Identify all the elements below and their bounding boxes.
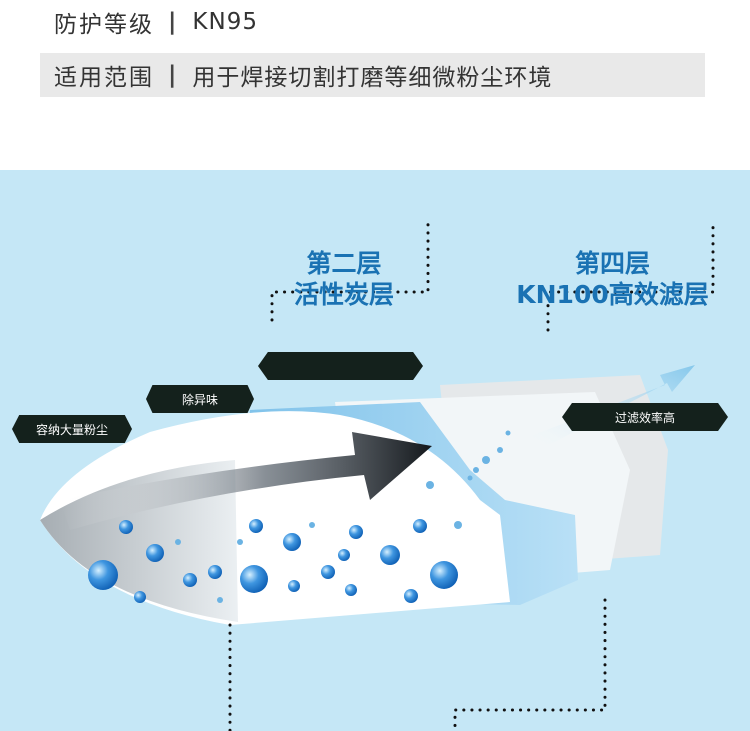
filter-layers-diagram: 第二层 活性炭层 第四层 KN100高效滤层 容纳大量粉尘 除异味 过滤效率高 [0, 170, 750, 731]
particle-bubbles [88, 430, 511, 603]
flow-arrow-icon [60, 432, 432, 530]
layer-fourth-name: KN100高效滤层 [516, 280, 709, 309]
tag-efficiency-text: 过滤效率高 [614, 410, 675, 425]
spec-label: 适用范围 [54, 65, 154, 91]
diagram-illustration [40, 220, 715, 731]
tag-odor-removal: 除异味 [146, 385, 254, 413]
leader-lines [228, 220, 715, 731]
spec-separator: | [168, 62, 179, 88]
layer-fourth-title: 第四层 KN100高效滤层 [505, 248, 720, 310]
tag-dust-text: 容纳大量粉尘 [35, 422, 108, 437]
spec-value: 用于焊接切割打磨等细微粉尘环境 [192, 65, 553, 91]
spec-row-application: 适用范围 | 用于焊接切割打磨等细微粉尘环境 [40, 53, 705, 97]
tag-dust-capacity: 容纳大量粉尘 [12, 415, 132, 443]
layer-second-number: 第二层 [306, 249, 382, 278]
layer-fourth-number: 第四层 [574, 249, 650, 278]
tag-filter-efficiency: 过滤效率高 [562, 403, 728, 431]
spec-label: 防护等级 [54, 12, 154, 38]
spec-separator: | [168, 9, 179, 35]
tag-odor-text: 除异味 [181, 392, 218, 407]
spec-value: KN95 [192, 9, 258, 35]
layer-second-name: 活性炭层 [293, 280, 394, 309]
tag-carbon-layer [258, 352, 423, 380]
layer-second-title: 第二层 活性炭层 [284, 248, 404, 310]
spec-row-protection-level: 防护等级 | KN95 [40, 0, 434, 44]
